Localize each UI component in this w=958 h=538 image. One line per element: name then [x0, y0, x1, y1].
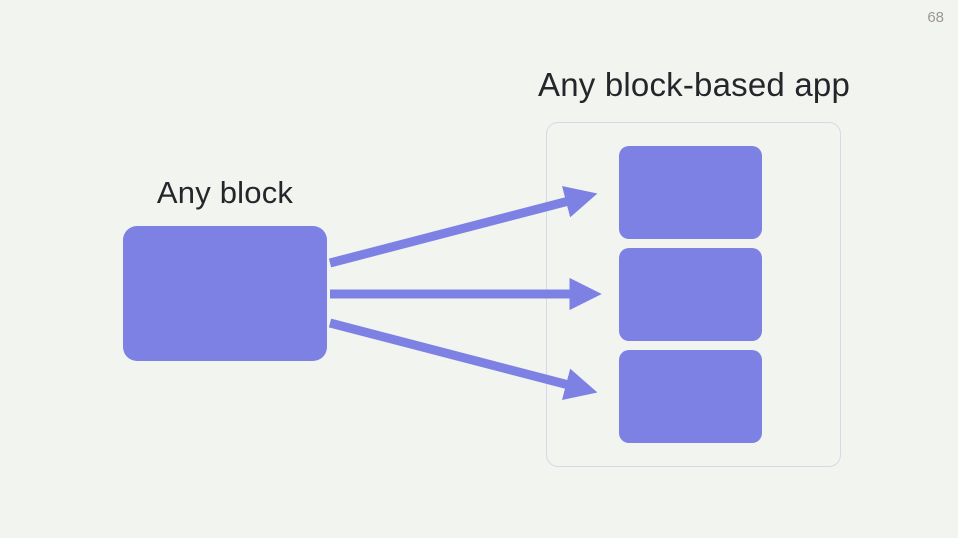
- app-container: [546, 122, 841, 467]
- target-app-title: Any block-based app: [538, 66, 850, 103]
- source-block-label: Any block: [156, 175, 294, 210]
- page-number: 68: [927, 9, 944, 26]
- app-block: [619, 350, 762, 443]
- app-block: [619, 146, 762, 239]
- app-block: [619, 248, 762, 341]
- source-block: [123, 226, 327, 361]
